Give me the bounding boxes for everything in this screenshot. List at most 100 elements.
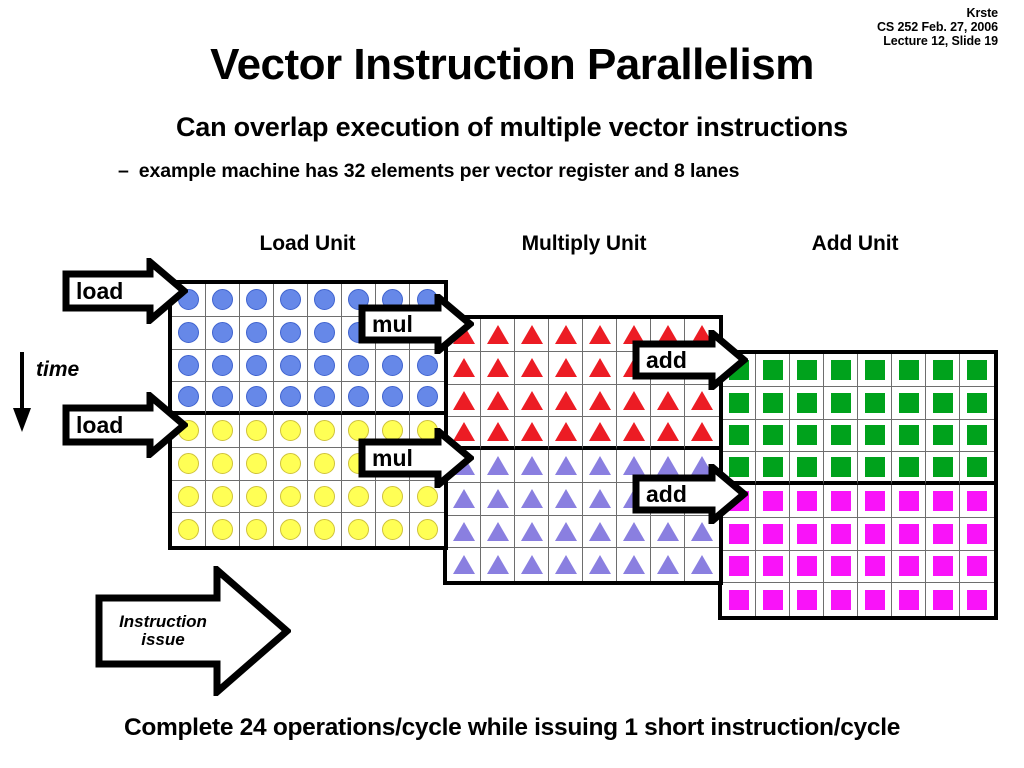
element-circle-icon (212, 420, 233, 442)
element-triangle-icon (452, 422, 475, 442)
element-circle-icon (280, 354, 301, 376)
element-square-icon (796, 490, 817, 511)
lane-cell-load (240, 382, 274, 415)
element-circle-icon (280, 420, 301, 442)
lane-cell-load (240, 284, 274, 317)
element-square-icon (796, 589, 817, 610)
element-triangle-icon (656, 422, 679, 442)
element-square-icon (932, 556, 953, 577)
element-triangle-icon (554, 555, 577, 575)
arrow-mul-1[interactable]: mul (358, 294, 474, 354)
element-triangle-icon (554, 422, 577, 442)
unit-heading-multiply: Multiply Unit (521, 232, 647, 255)
element-triangle-icon (486, 422, 509, 442)
header-lecture: Lecture 12, Slide 19 (883, 34, 998, 48)
element-triangle-icon (554, 325, 577, 345)
lane-cell-add (960, 518, 994, 551)
arrow-add-1[interactable]: add (632, 330, 748, 390)
lane-cell-add (858, 354, 892, 387)
lane-cell-add (892, 550, 926, 584)
lane-cell-multiply (447, 515, 481, 549)
lane-cell-multiply (515, 515, 549, 549)
element-square-icon (762, 392, 783, 413)
arrow-add-1-label: add (646, 346, 687, 373)
element-circle-icon (280, 386, 301, 408)
element-triangle-icon (622, 422, 645, 442)
arrow-load-1[interactable]: load (62, 258, 188, 324)
element-square-icon (864, 456, 885, 477)
lane-cell-add (858, 583, 892, 616)
element-circle-icon (246, 453, 267, 475)
lane-cell-load (206, 480, 240, 514)
lane-cell-load (410, 513, 444, 546)
lane-cell-add (824, 517, 858, 551)
element-square-icon (864, 425, 885, 446)
element-triangle-icon (656, 555, 679, 575)
lane-cell-add (858, 550, 892, 584)
lane-cell-multiply (515, 482, 549, 516)
lane-cell-add (960, 387, 994, 420)
element-triangle-icon (588, 456, 611, 476)
element-square-icon (864, 523, 885, 544)
element-triangle-icon (554, 521, 577, 541)
lane-cell-multiply (583, 450, 617, 483)
element-square-icon (898, 392, 919, 413)
element-triangle-icon (452, 358, 475, 378)
element-circle-icon (212, 519, 233, 541)
lane-cell-add (960, 485, 994, 518)
lane-cell-multiply (481, 482, 515, 516)
lane-cell-load (274, 480, 308, 514)
element-circle-icon (246, 354, 267, 376)
element-circle-icon (246, 386, 267, 408)
lane-cell-multiply (583, 351, 617, 385)
header-course: CS 252 Feb. 27, 2006 (877, 20, 998, 34)
lane-cell-multiply (685, 548, 719, 581)
element-circle-icon (416, 519, 438, 541)
bullet-level1: Can overlap execution of multiple vector… (175, 112, 849, 142)
lane-cell-multiply (617, 548, 651, 581)
element-triangle-icon (691, 456, 713, 476)
element-square-icon (864, 589, 885, 610)
element-triangle-icon (588, 521, 611, 541)
lane-cell-add (926, 517, 960, 551)
lane-cell-load (342, 480, 376, 514)
element-circle-icon (246, 485, 267, 507)
lane-cell-multiply (447, 417, 481, 450)
arrow-add-2[interactable]: add (632, 464, 748, 524)
element-circle-icon (314, 289, 335, 311)
element-circle-icon (280, 322, 301, 344)
element-triangle-icon (691, 422, 713, 442)
lane-cell-add (790, 354, 824, 387)
element-square-icon (967, 456, 987, 477)
arrow-instruction-issue[interactable]: Instruction issue (95, 566, 291, 696)
arrow-load-2[interactable]: load (62, 392, 188, 458)
lane-cell-add (926, 583, 960, 616)
lane-cell-add (722, 550, 756, 584)
element-square-icon (967, 490, 987, 511)
element-square-icon (898, 425, 919, 446)
element-circle-icon (178, 519, 199, 541)
element-square-icon (864, 359, 885, 380)
element-circle-icon (246, 420, 267, 442)
lane-cell-add (756, 386, 790, 420)
lane-cell-load (240, 415, 274, 448)
lane-cell-multiply (651, 548, 685, 581)
element-circle-icon (246, 519, 267, 541)
lane-cell-add (756, 517, 790, 551)
lane-cell-multiply (583, 482, 617, 516)
element-triangle-icon (486, 358, 509, 378)
lane-cell-add (824, 419, 858, 453)
lane-cell-multiply (515, 548, 549, 581)
lane-cell-add (926, 419, 960, 453)
element-square-icon (932, 456, 953, 477)
arrow-mul-2[interactable]: mul (358, 428, 474, 488)
element-triangle-icon (452, 489, 475, 509)
lane-cell-add (892, 419, 926, 453)
element-triangle-icon (520, 489, 543, 509)
element-square-icon (728, 392, 749, 413)
lane-cell-load (172, 480, 206, 514)
element-triangle-icon (520, 422, 543, 442)
element-square-icon (796, 523, 817, 544)
lane-cell-add (824, 550, 858, 584)
lane-cell-multiply (515, 351, 549, 385)
